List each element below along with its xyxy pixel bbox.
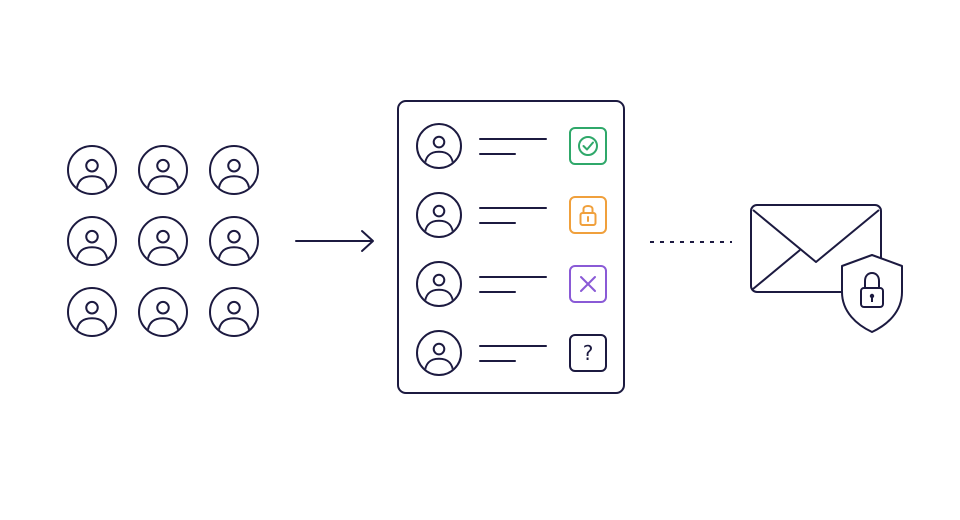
user-icon xyxy=(209,145,259,195)
user-icon xyxy=(209,287,259,337)
question-mark-icon: ? xyxy=(583,341,594,365)
review-list-frame xyxy=(397,100,625,394)
x-icon xyxy=(580,276,596,292)
review-rows: ? xyxy=(416,123,607,376)
user-icon xyxy=(138,216,188,266)
user-icon xyxy=(416,123,462,169)
question-mark-text: ? xyxy=(583,341,594,365)
status-badge-locked xyxy=(569,196,607,234)
status-badge-rejected xyxy=(569,265,607,303)
user-icon xyxy=(67,287,117,337)
user-icon xyxy=(416,261,462,307)
status-badge-approved xyxy=(569,127,607,165)
review-row xyxy=(416,123,607,169)
review-row xyxy=(416,192,607,238)
shield-lock-icon xyxy=(841,254,903,333)
arrow-right-icon xyxy=(295,230,374,252)
padlock-icon xyxy=(860,271,884,308)
check-circle-icon xyxy=(578,136,598,156)
user-icon xyxy=(416,192,462,238)
envelope-icon xyxy=(750,204,882,293)
user-icon xyxy=(416,330,462,376)
people-grid xyxy=(67,145,259,337)
user-icon xyxy=(67,145,117,195)
user-icon xyxy=(138,145,188,195)
review-list-panel: ? xyxy=(397,100,625,394)
review-row: ? xyxy=(416,330,607,376)
user-icon xyxy=(209,216,259,266)
user-icon xyxy=(138,287,188,337)
padlock-icon xyxy=(579,205,597,226)
status-badge-unknown: ? xyxy=(569,334,607,372)
user-icon xyxy=(67,216,117,266)
review-row xyxy=(416,261,607,307)
secure-mail xyxy=(750,204,903,333)
